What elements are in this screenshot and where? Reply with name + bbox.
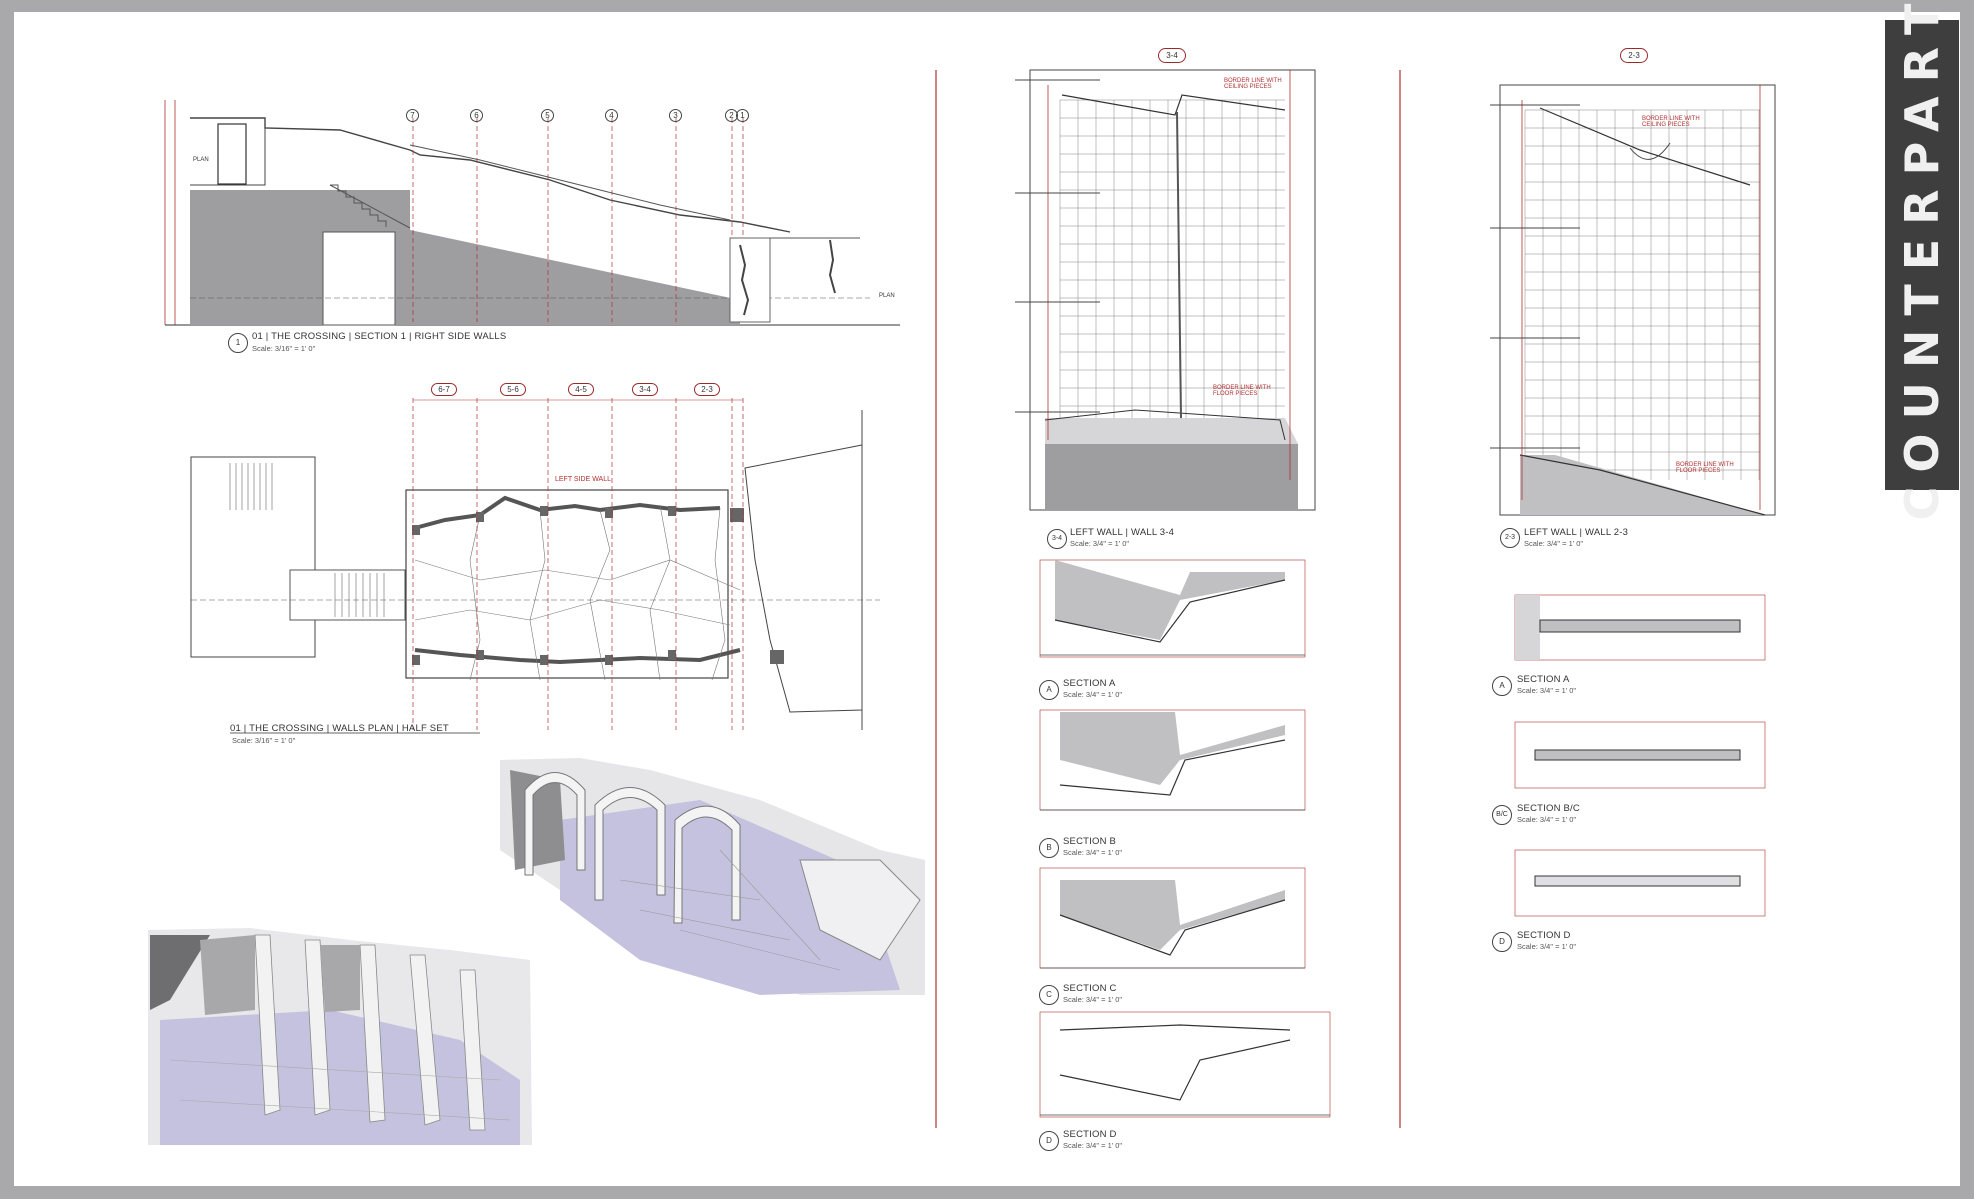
section-d-left-scale: Scale: 3/4" = 1' 0" [1063, 1141, 1123, 1150]
section-1-elevation [164, 100, 900, 326]
ceiling-note-34: BORDER LINE WITH CEILING PIECES [1224, 78, 1282, 90]
grid-bubble-6: 6 [470, 109, 483, 122]
section-c-left-number: C [1039, 985, 1059, 1005]
section-a-right-title: SECTION A [1517, 674, 1570, 685]
section-bc-right-number: B/C [1492, 805, 1512, 825]
section-bc-right-title: SECTION B/C [1517, 803, 1580, 814]
floor-note-34: BORDER LINE WITH FLOOR PIECES [1213, 385, 1271, 397]
plan-marker-left: PLAN [193, 157, 209, 163]
section-b-left-scale: Scale: 3/4" = 1' 0" [1063, 848, 1123, 857]
section-a-left-number: A [1039, 680, 1059, 700]
plan-scale: Scale: 3/16" = 1' 0" [232, 736, 296, 745]
render-perspective-1 [500, 758, 925, 995]
section-d-left [1039, 1011, 1331, 1118]
wall-2-3-scale: Scale: 3/4" = 1' 0" [1524, 539, 1584, 548]
wall-2-3-tag: 2-3 [1620, 48, 1648, 63]
plan-tag-3-4: 3-4 [632, 383, 658, 396]
wall-3-4-scale: Scale: 3/4" = 1' 0" [1070, 539, 1130, 548]
section-b-left-title: SECTION B [1063, 836, 1117, 847]
section-c-left-title: SECTION C [1063, 983, 1117, 994]
plan-marker-right: PLAN [879, 293, 895, 299]
section-d-left-number: D [1039, 1131, 1059, 1151]
section-1-scale: Scale: 3/16" = 1' 0" [252, 344, 316, 353]
section-d-right-number: D [1492, 932, 1512, 952]
section-bc-right [1514, 721, 1766, 789]
plan-tag-2-3: 2-3 [694, 383, 720, 396]
render-perspective-2 [148, 928, 532, 1145]
plan-tag-5-6: 5-6 [500, 383, 526, 396]
brand-block: COUNTERPART [1885, 0, 1959, 520]
grid-bubble-5: 5 [541, 109, 554, 122]
section-a-right [1514, 594, 1766, 661]
section-a-right-number: A [1492, 676, 1512, 696]
section-a-left [1039, 559, 1306, 658]
plan-tag-4-5: 4-5 [568, 383, 594, 396]
wall-3-4-elevation [1015, 69, 1316, 511]
grid-bubble-7: 7 [406, 109, 419, 122]
section-b-left-number: B [1039, 838, 1059, 858]
section-d-right-title: SECTION D [1517, 930, 1571, 941]
wall-3-4-tag: 3-4 [1158, 48, 1186, 63]
section-bc-right-scale: Scale: 3/4" = 1' 0" [1517, 815, 1577, 824]
floor-note-23: BORDER LINE WITH FLOOR PIECES [1676, 462, 1734, 474]
ceiling-note-23: BORDER LINE WITH CEILING PIECES [1642, 116, 1700, 128]
plan-title: 01 | THE CROSSING | WALLS PLAN | HALF SE… [230, 723, 449, 734]
left-side-wall-label: LEFT SIDE WALL [555, 476, 612, 483]
section-b-left [1039, 709, 1306, 811]
walls-plan [190, 398, 880, 734]
section-d-right [1514, 849, 1766, 917]
section-a-left-title: SECTION A [1063, 678, 1116, 689]
section-d-left-title: SECTION D [1063, 1129, 1117, 1140]
section-1-title: 01 | THE CROSSING | SECTION 1 | RIGHT SI… [252, 331, 507, 342]
grid-bubble-1: 1 [736, 109, 749, 122]
section-c-left-scale: Scale: 3/4" = 1' 0" [1063, 995, 1123, 1004]
section-c-left [1039, 867, 1306, 969]
brand-logo-text: COUNTERPART [1895, 0, 1949, 521]
wall-3-4-number: 3-4 [1047, 529, 1067, 549]
section-a-right-scale: Scale: 3/4" = 1' 0" [1517, 686, 1577, 695]
grid-bubble-4: 4 [605, 109, 618, 122]
grid-bubble-3: 3 [669, 109, 682, 122]
wall-2-3-title: LEFT WALL | WALL 2-3 [1524, 527, 1629, 538]
wall-2-3-elevation [1490, 84, 1776, 516]
section-a-left-scale: Scale: 3/4" = 1' 0" [1063, 690, 1123, 699]
section-d-right-scale: Scale: 3/4" = 1' 0" [1517, 942, 1577, 951]
plan-tag-6-7: 6-7 [431, 383, 457, 396]
wall-2-3-number: 2-3 [1500, 528, 1520, 548]
section-1-number: 1 [228, 333, 248, 353]
wall-3-4-title: LEFT WALL | WALL 3-4 [1070, 527, 1175, 538]
